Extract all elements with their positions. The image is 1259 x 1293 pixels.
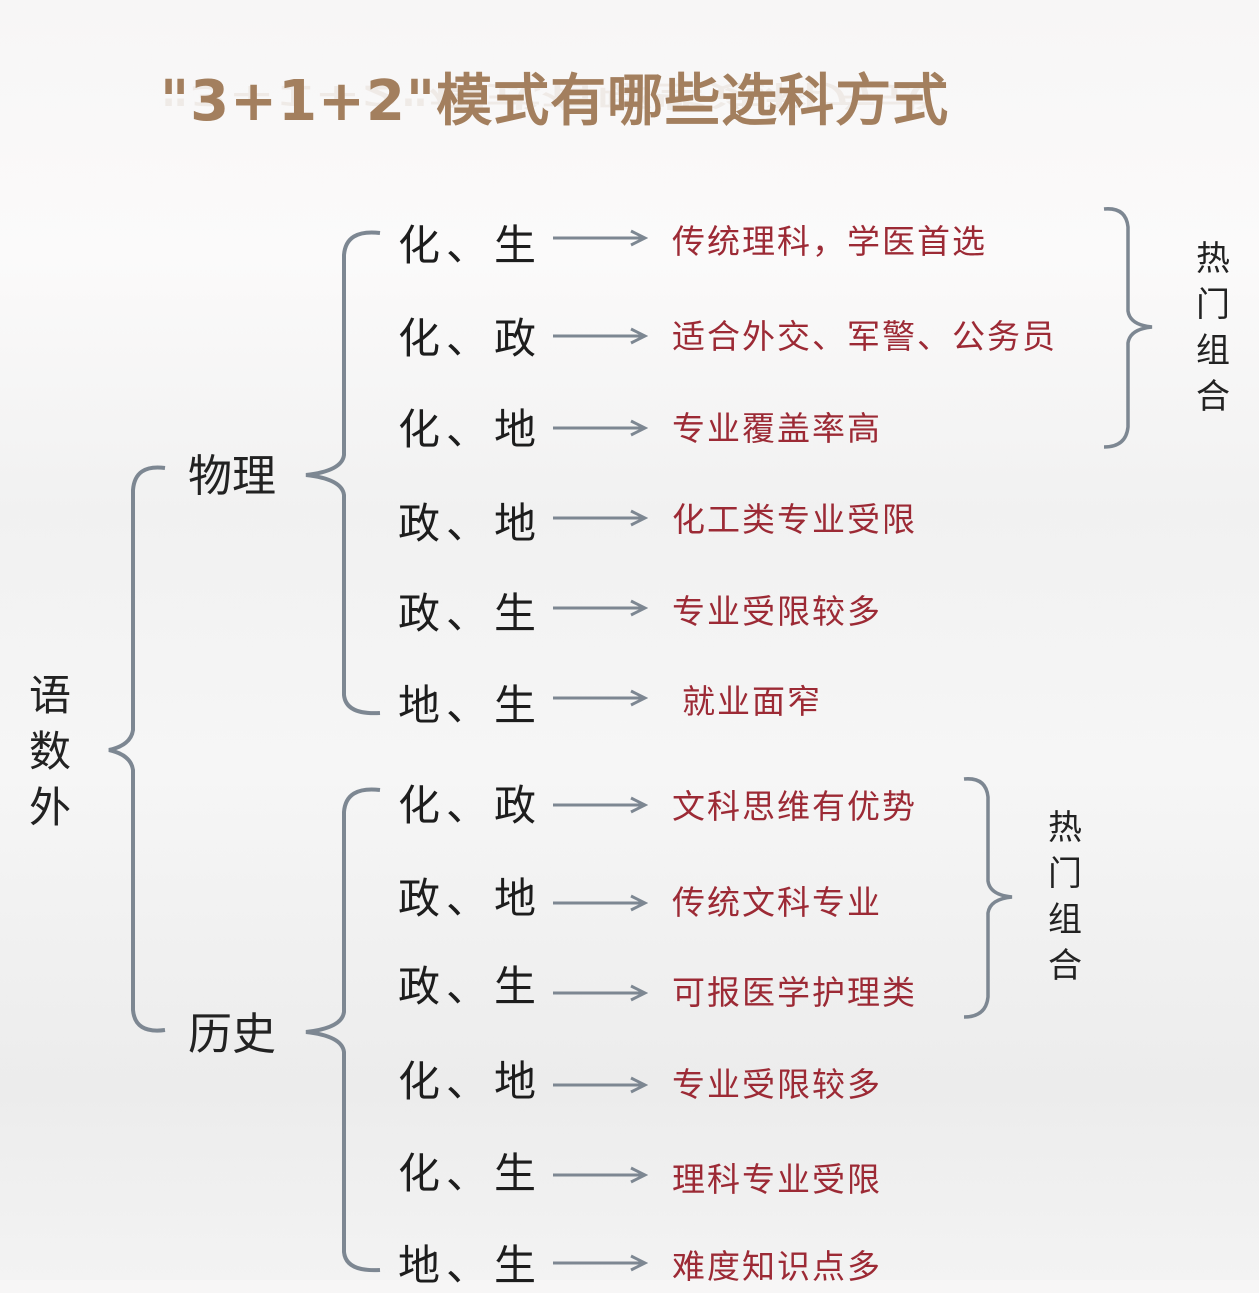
hot-group-char: 合	[1048, 946, 1082, 986]
history-pair-row-5: 化、生	[398, 1149, 537, 1198]
physics-pair-row-2: 化、政	[398, 314, 537, 363]
hot-group-char: 合	[1196, 377, 1230, 417]
hot-group-char: 组	[1048, 900, 1082, 940]
history-hot-group-label: 热 门 组 合	[1040, 805, 1090, 989]
physics-pair-row-1: 化、生	[398, 221, 537, 270]
arrow-right-icon	[553, 796, 648, 814]
physics-pair-row-3: 化、地	[398, 405, 537, 454]
arrow-right-icon	[553, 689, 648, 707]
physics-desc-row-1: 传统理科，学医首选	[672, 222, 987, 261]
arrow-right-icon	[553, 1254, 648, 1272]
hot-group-char: 组	[1196, 331, 1230, 371]
history-hot-group-brace	[963, 777, 1013, 1019]
physics-brace	[305, 230, 381, 716]
hot-group-char: 热	[1196, 239, 1230, 279]
root-char: 数	[28, 727, 71, 776]
history-desc-row-3: 可报医学护理类	[672, 973, 917, 1012]
physics-hot-group-brace	[1103, 207, 1153, 449]
history-pair-row-1: 化、政	[398, 781, 537, 830]
title-reflection: "3+1+2"模式有哪些选科方式	[160, 79, 934, 112]
physics-hot-group-label: 热 门 组 合	[1188, 236, 1238, 420]
arrow-right-icon	[553, 229, 648, 247]
history-pair-row-3: 政、生	[398, 962, 537, 1011]
physics-desc-row-2: 适合外交、军警、公务员	[672, 317, 1057, 356]
history-pair-row-4: 化、地	[398, 1057, 537, 1106]
arrow-right-icon	[553, 984, 648, 1002]
physics-pair-row-6: 地、生	[398, 681, 537, 730]
physics-desc-row-3: 专业覆盖率高	[672, 409, 882, 448]
arrow-right-icon	[553, 894, 648, 912]
arrow-right-icon	[553, 419, 648, 437]
arrow-right-icon	[553, 1166, 648, 1184]
branch-physics-label: 物理	[188, 451, 276, 502]
history-desc-row-5: 理科专业受限	[672, 1160, 882, 1199]
root-brace	[108, 465, 166, 1033]
history-pair-row-2: 政、地	[398, 874, 537, 923]
hot-group-char: 热	[1048, 808, 1082, 848]
branch-history-label: 历史	[188, 1009, 276, 1060]
arrow-right-icon	[553, 327, 648, 345]
history-pair-row-6: 地、生	[398, 1241, 537, 1290]
history-desc-row-4: 专业受限较多	[672, 1065, 882, 1104]
physics-desc-row-6: 就业面窄	[682, 682, 822, 721]
root-char: 外	[28, 783, 71, 832]
physics-desc-row-4: 化工类专业受限	[672, 500, 917, 539]
history-brace	[305, 787, 381, 1273]
root-label: 语 数 外	[25, 668, 75, 836]
history-desc-row-2: 传统文科专业	[672, 883, 882, 922]
hot-group-char: 门	[1196, 285, 1230, 325]
physics-desc-row-5: 专业受限较多	[672, 592, 882, 631]
hot-group-char: 门	[1048, 854, 1082, 894]
history-desc-row-1: 文科思维有优势	[672, 787, 917, 826]
arrow-right-icon	[553, 1076, 648, 1094]
arrow-right-icon	[553, 509, 648, 527]
physics-pair-row-4: 政、地	[398, 499, 537, 548]
arrow-right-icon	[553, 599, 648, 617]
physics-pair-row-5: 政、生	[398, 589, 537, 638]
root-char: 语	[28, 671, 71, 720]
page-title: "3+1+2"模式有哪些选科方式	[160, 69, 950, 134]
history-desc-row-6: 难度知识点多	[672, 1247, 882, 1286]
